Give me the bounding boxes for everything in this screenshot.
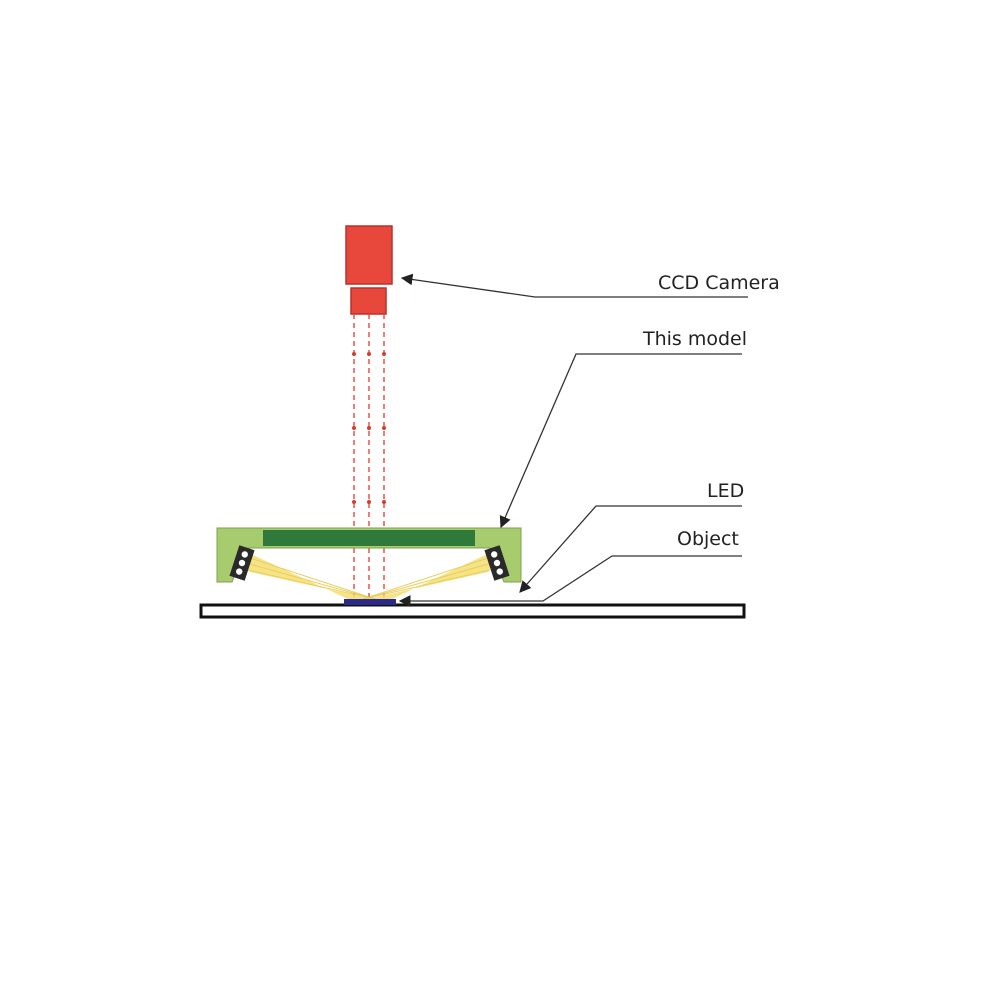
model-leader (499, 353, 742, 529)
ring-light-model (216, 527, 522, 583)
object-label: Object (677, 528, 739, 550)
camera-lens (350, 287, 387, 315)
led-label: LED (707, 480, 744, 502)
led-leader (519, 505, 742, 593)
camera-body (345, 225, 393, 285)
ring-light-board (263, 530, 475, 546)
object-sample (344, 599, 396, 605)
led-right (484, 545, 510, 581)
light-rays (238, 548, 500, 604)
ccd-camera-icon (345, 225, 393, 315)
callout-lines (398, 273, 748, 607)
light-fan-right (345, 548, 500, 604)
led-left (229, 545, 255, 581)
camera-leader (400, 273, 748, 298)
light-fan-left (238, 548, 395, 604)
stage-plate (199, 603, 746, 619)
camera-label: CCD Camera (658, 272, 780, 294)
model-label: This model (642, 328, 747, 350)
camera-beams (353, 314, 385, 598)
object-leader (398, 555, 742, 607)
led-icon (229, 545, 510, 581)
beam-markers (352, 352, 386, 504)
